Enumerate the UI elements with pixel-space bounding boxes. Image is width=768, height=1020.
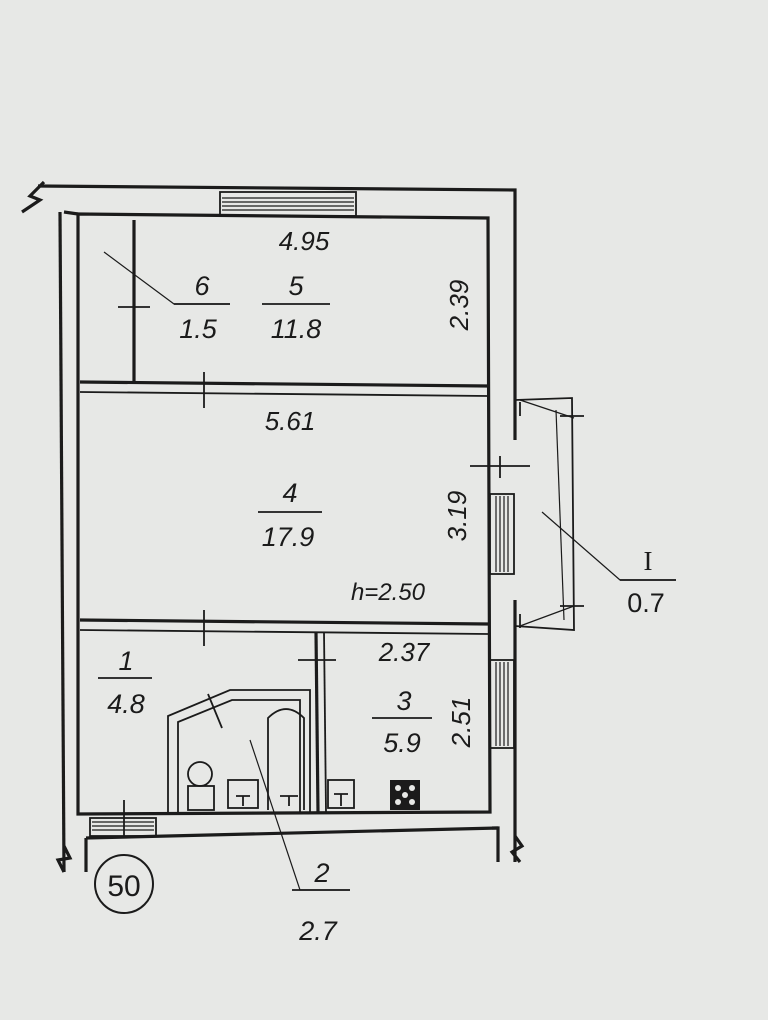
room-5-area: 11.8 (271, 314, 322, 344)
dim-room5-width: 4.95 (279, 226, 330, 256)
room-4-area: 17.9 (262, 522, 315, 552)
section-marker-label: 50 (107, 870, 140, 903)
dim-room4-width: 5.61 (265, 406, 316, 436)
fraction-bars (98, 303, 676, 891)
section-marker: 50 (94, 854, 154, 914)
dim-room4-depth: 3.19 (442, 491, 472, 542)
toilet (187, 761, 215, 811)
sink-2 (280, 795, 298, 806)
ceiling-height: h=2.50 (351, 579, 426, 606)
sink-1 (227, 779, 259, 809)
room-3-number: 3 (396, 686, 411, 716)
balcony-area: 0.7 (627, 588, 665, 618)
room-1-area: 4.8 (107, 689, 145, 719)
door-ticks (118, 306, 530, 836)
bottom-window (89, 817, 157, 837)
dim-room3-depth: 2.51 (446, 697, 476, 749)
bathtub (267, 708, 305, 810)
top-window (219, 191, 357, 217)
dim-room3-width: 2.37 (378, 637, 431, 667)
balcony (514, 397, 584, 631)
right-window-upper (489, 493, 515, 575)
balcony-number: I (644, 546, 653, 576)
room-3-area: 5.9 (383, 728, 421, 758)
kitchen-sink (327, 779, 355, 809)
room-2-number: 2 (313, 858, 329, 888)
right-window-lower (489, 659, 515, 749)
room-6-area: 1.5 (179, 314, 218, 344)
room-1-number: 1 (118, 646, 133, 676)
room-2-area: 2.7 (298, 916, 338, 946)
room-5-number: 5 (288, 271, 304, 301)
room-6-number: 6 (194, 271, 210, 301)
dim-room5-depth: 2.39 (444, 280, 474, 332)
stove (390, 780, 420, 810)
room-4-number: 4 (282, 478, 297, 508)
